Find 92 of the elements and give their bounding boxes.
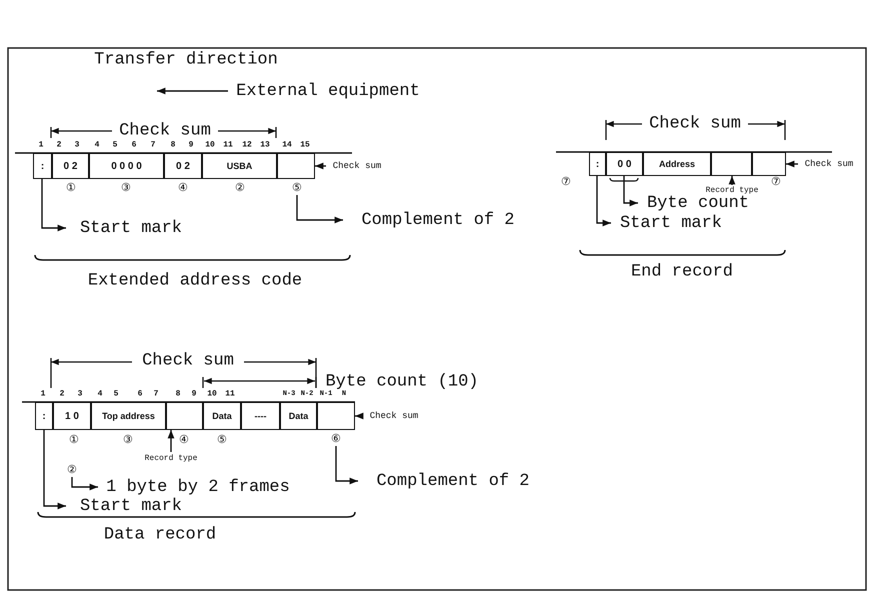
record-field	[752, 152, 786, 176]
field-number: 7	[150, 140, 156, 150]
annotation-text: Start mark	[66, 217, 196, 239]
field-number: 6	[132, 140, 136, 150]
field-number: 3	[78, 390, 82, 398]
annotation-text: Complement of 2	[358, 470, 548, 492]
field-number: 13	[260, 140, 270, 150]
callout-number: ②	[65, 463, 79, 477]
field-number: 11	[225, 390, 235, 398]
dimension-label: Check sum	[119, 122, 211, 140]
dimension-label: Check sum	[142, 352, 234, 370]
field-number: 8	[176, 390, 180, 398]
field-number: 3	[74, 140, 80, 150]
field-number: 11	[223, 140, 233, 150]
leader-line	[728, 176, 736, 185]
record-field	[277, 153, 315, 179]
callout-number: ③	[121, 182, 131, 195]
annotation-text: Start mark	[611, 213, 731, 233]
annotation-text: 1 byte by 2 frames	[98, 476, 298, 498]
annotation-text: Byte count	[638, 193, 758, 213]
callout-number: ④	[178, 182, 188, 195]
annotation-text: Check sum	[798, 158, 860, 170]
field-number: 4	[94, 140, 100, 150]
leader-line	[596, 176, 611, 226]
leader-line	[43, 430, 66, 510]
record-field: :	[35, 402, 53, 430]
field-number: 14	[282, 140, 292, 150]
record-field: Data	[203, 402, 241, 430]
record-field: ----	[241, 402, 280, 430]
record-field: Top address	[91, 402, 166, 430]
field-number: 9	[192, 390, 196, 398]
callout-number: ⑦	[561, 176, 571, 189]
record-field: 0 2	[164, 153, 202, 179]
annotation-text: Complement of 2	[343, 209, 533, 231]
annotation-text: Check sum	[326, 160, 388, 172]
field-number: 6	[138, 390, 142, 398]
arrow	[157, 88, 228, 94]
field-number: 2	[60, 390, 64, 398]
field-number: 10	[205, 140, 215, 150]
record-field	[711, 152, 752, 176]
callout-number: ②	[235, 182, 245, 195]
record-field: 0 0	[606, 152, 643, 176]
record-field: USBA	[202, 153, 277, 179]
callout-number: ④	[179, 434, 189, 447]
callout-number: ⑤	[290, 181, 304, 195]
field-number: 1	[40, 390, 46, 398]
field-number: 1	[38, 140, 44, 150]
annotation-text: Record type	[699, 185, 765, 196]
leader-line	[335, 446, 358, 484]
field-number: 15	[300, 140, 310, 150]
leader-line	[623, 176, 638, 206]
caption: Data record	[104, 526, 216, 544]
leader-line	[355, 412, 364, 420]
callout-number: ⑤	[217, 434, 227, 447]
dimension-label: Byte count (10)	[325, 372, 479, 392]
annotation-text: External equipment	[228, 80, 428, 102]
field-number: 8	[170, 140, 176, 150]
field-number: 5	[114, 390, 118, 398]
leader-line	[296, 195, 343, 224]
leader-line	[168, 430, 174, 452]
field-number: 12	[242, 140, 252, 150]
record-field: :	[33, 153, 52, 179]
caption: End record	[630, 262, 734, 282]
caption: Extended address code	[88, 272, 302, 290]
callout-number: ⑦	[771, 176, 781, 189]
field-number: 7	[154, 390, 158, 398]
dimension-label: Check sum	[649, 114, 741, 134]
record-field: 1 0	[53, 402, 91, 430]
field-number: 5	[112, 140, 118, 150]
record-field: 0 0 0 0	[89, 153, 164, 179]
annotation-text: Check sum	[363, 410, 425, 422]
annotation-text: Start mark	[66, 495, 196, 517]
record-field: 0 2	[52, 153, 89, 179]
field-number: 4	[98, 390, 102, 398]
field-number: 2	[56, 140, 62, 150]
field-number: 9	[188, 140, 194, 150]
annotation-text: Record type	[136, 452, 206, 464]
callout-number: ①	[69, 434, 79, 447]
callout-number: ③	[123, 434, 133, 447]
record-field: Address	[643, 152, 711, 176]
record-field	[166, 402, 203, 430]
callout-number: ①	[66, 182, 76, 195]
leader-line	[71, 477, 98, 490]
leader-line	[786, 160, 798, 168]
record-field	[317, 402, 355, 430]
callout-number: ⑥	[329, 432, 343, 446]
leader-line	[315, 162, 326, 170]
leader-line	[41, 179, 66, 232]
field-number: 10	[207, 390, 217, 398]
record-field: Data	[280, 402, 317, 430]
heading: Transfer direction	[94, 50, 278, 70]
record-field: :	[589, 152, 606, 176]
